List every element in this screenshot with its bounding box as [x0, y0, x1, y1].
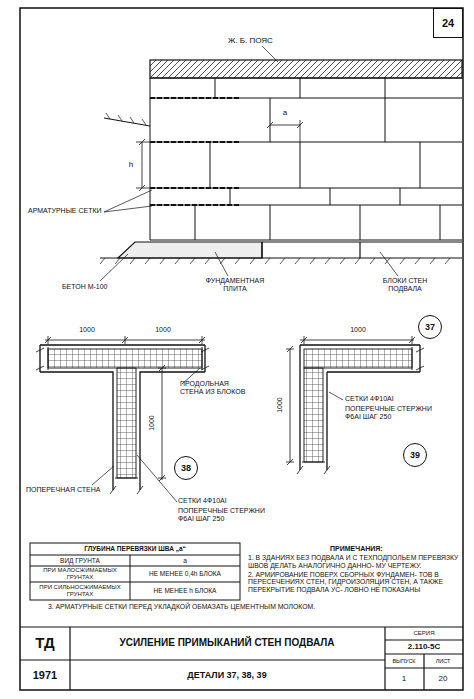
ground-line	[100, 118, 462, 258]
block-wall	[270, 98, 385, 142]
sheet-frame	[20, 8, 463, 690]
ground-line	[100, 258, 462, 259]
title-block	[20, 627, 463, 690]
part-label: Ж. Б. ПОЯС	[228, 36, 273, 45]
block-wall	[210, 142, 420, 188]
callout-circle: 38	[174, 456, 198, 480]
year-label: 1971	[33, 669, 57, 682]
block-wall	[230, 188, 400, 205]
dimension-label: а	[283, 108, 287, 117]
ground-hatch	[106, 113, 146, 125]
part-label: БЛОКИ СТЕН ПОДВАЛА	[368, 277, 442, 293]
reinforcing-mesh	[304, 368, 323, 462]
wall-plan	[36, 345, 209, 494]
dimension-label: 1000	[79, 326, 95, 334]
drawing-title: УСИЛЕНИЕ ПРИМЫКАНИЙ СТЕН ПОДВАЛА	[119, 637, 334, 649]
table-header: ГЛУБИНА ПЕРЕВЯЗКИ ШВА „а“	[84, 545, 186, 552]
reinforcing-mesh	[304, 349, 412, 368]
reinforcing-mesh	[302, 347, 412, 462]
block-wall	[150, 78, 462, 240]
table-cell: а	[183, 557, 187, 564]
reinforcing-mesh	[48, 349, 202, 368]
dimension-label: h	[129, 160, 133, 169]
dimension-label: 1000	[276, 397, 284, 413]
table-cell: ВИД ГРУНТА	[60, 557, 100, 564]
dimension-line	[286, 336, 415, 465]
reinforcing-mesh	[117, 368, 136, 478]
sheet-number-box: 24	[433, 8, 463, 38]
title-block-cell: 20	[439, 674, 448, 683]
table-grid	[30, 543, 240, 600]
note-text: 1. В ЗДАНИЯХ БЕЗ ПОДВАЛА И С ТЕХПОДПОЛЬЕ…	[248, 554, 460, 570]
title-block-cell: СЕРИЯ	[414, 630, 435, 637]
part-label: СЕТКИ 4Ф10АI	[178, 497, 227, 505]
table-grid	[30, 555, 240, 600]
dimension-line	[136, 139, 150, 191]
leader-line	[100, 46, 398, 281]
rc-belt	[150, 60, 462, 78]
drawing-subtitle: ДЕТАЛИ 37, 38, 39	[187, 670, 266, 680]
leader-line	[329, 392, 343, 400]
dimension-line	[300, 336, 415, 344]
foundation-plate	[118, 242, 462, 258]
callout-number: 37	[425, 322, 435, 332]
callout-number: 39	[410, 450, 420, 460]
dimension-line	[45, 336, 205, 344]
dimension-line	[45, 336, 205, 481]
dimension-line	[158, 365, 166, 481]
title-block-cell: 1	[402, 674, 406, 683]
wall-plan	[40, 345, 205, 490]
part-label: СЕТКИ 4Ф10АI	[345, 395, 394, 403]
dimension-line	[286, 346, 294, 465]
title-block-cell: ВЫПУСК	[392, 658, 415, 664]
table-grid	[30, 543, 240, 600]
leader-line	[329, 392, 343, 400]
title-block-cell: 2.110-5С	[408, 642, 440, 651]
part-label: ФУНДАМЕНТНАЯ ПЛИТА	[195, 277, 275, 293]
part-label: ПОПЕРЕЧНЫЕ СТЕРЖНИ Ф6АI ШАГ 250	[345, 405, 433, 421]
block-wall	[195, 205, 440, 240]
callout-number: 24	[442, 17, 454, 29]
callout-number: 38	[181, 463, 191, 473]
callout-circle: 39	[403, 443, 427, 467]
leader-line	[100, 46, 398, 281]
dimension-label: 1000	[350, 326, 366, 334]
reinforcing-mesh	[302, 347, 412, 462]
table-cell: НЕ МЕНЕЕ h БЛОКА	[132, 587, 238, 594]
note-text: 2. АРМИРОВАНИЕ ПОВЕРХ СБОРНЫХ ФУНДАМЕН- …	[248, 571, 460, 594]
table-cell: ПРИ СИЛЬНОСЖИМАЕМЫХ ГРУНТАХ	[32, 584, 128, 598]
reinforcing-mesh	[150, 98, 240, 205]
organization-mark: ТД	[35, 634, 54, 651]
dimension-line	[136, 120, 303, 191]
block-wall	[150, 78, 462, 240]
notes-heading: ПРИМЕЧАНИЯ:	[330, 545, 383, 553]
foundation-plate	[262, 242, 462, 258]
block-wall	[215, 78, 385, 98]
callout-circle: 37	[418, 315, 442, 339]
part-label: ПРОДОЛЬНАЯ СТЕНА ИЗ БЛОКОВ	[180, 380, 252, 396]
dimension-line	[267, 120, 303, 142]
dimension-label: 1000	[148, 415, 156, 431]
rc-belt	[150, 60, 462, 78]
title-block	[20, 627, 463, 690]
part-label: БЕТОН М-100	[62, 283, 108, 291]
part-label: АРМАТУРНЫЕ СЕТКИ	[28, 207, 102, 215]
part-label: ПОПЕРЕЧНЫЕ СТЕРЖНИ Ф6АI ШАГ 250	[178, 507, 266, 523]
part-label: ПОПЕРЕЧНАЯ СТЕНА	[26, 486, 100, 494]
ground-hatch	[100, 113, 450, 264]
table-cell: НЕ МЕНЕЕ 0,4h БЛОКА	[132, 570, 238, 577]
ground-line	[104, 118, 150, 126]
ground-hatch	[100, 258, 450, 264]
foundation-plate	[118, 242, 262, 258]
note-text: 3. АРМАТУРНЫЕ СЕТКИ ПЕРЕД УКЛАДКОЙ ОБМАЗ…	[48, 603, 458, 611]
dimension-label: 1000	[155, 326, 171, 334]
table-cell: ПРИ МАЛОСЖИМАЕМЫХ ГРУНТАХ	[32, 567, 128, 581]
reinforcing-mesh	[150, 98, 240, 205]
sheet-frame	[20, 8, 463, 690]
title-block-cell: ЛИСТ	[436, 658, 451, 664]
wall-plan	[36, 348, 209, 494]
drawing-sheet	[20, 8, 463, 690]
